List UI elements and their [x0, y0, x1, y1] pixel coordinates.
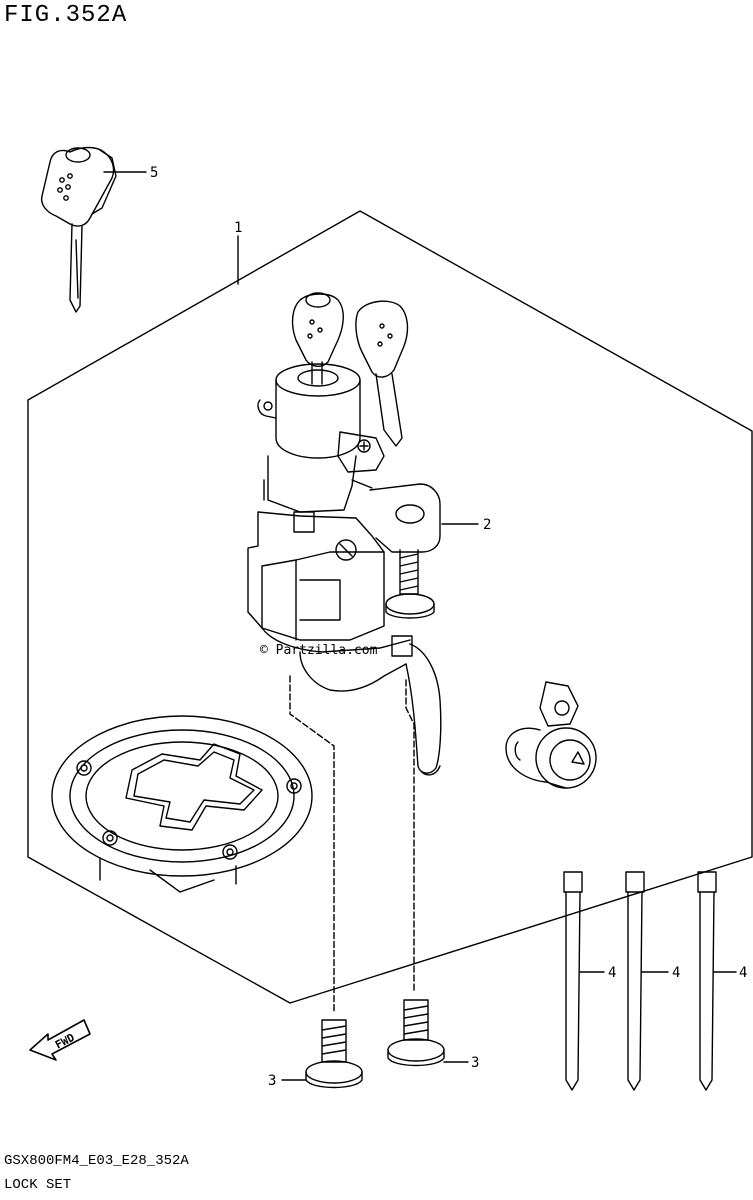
figure-title: FIG.352A — [4, 2, 128, 29]
callout-number: 5 — [150, 165, 158, 181]
fwd-label: FWD — [53, 1031, 77, 1052]
callout-number: 3 — [268, 1073, 276, 1089]
cable-tie[interactable] — [563, 871, 583, 1091]
key-part[interactable] — [40, 146, 117, 313]
screw-part[interactable] — [305, 1019, 363, 1089]
callout-number: 4 — [608, 965, 616, 981]
fwd-arrow-icon: FWD — [29, 1019, 91, 1061]
callout-number: 3 — [471, 1055, 479, 1071]
screw-part[interactable] — [387, 999, 445, 1067]
leader-line — [289, 675, 335, 1013]
watermark-text: © Partzilla.com — [260, 643, 378, 658]
fuel-cap[interactable] — [51, 715, 313, 893]
leader-line — [405, 679, 415, 993]
cable-tie[interactable] — [697, 871, 717, 1091]
assembly-outline — [27, 210, 753, 1004]
callout-number: 4 — [739, 965, 747, 981]
ignition-switch[interactable] — [247, 292, 442, 776]
model-code: GSX800FM4_E03_E28_352A — [4, 1153, 189, 1169]
callout-number: 4 — [672, 965, 680, 981]
cable-tie[interactable] — [625, 871, 645, 1091]
callout-number: 1 — [234, 220, 242, 236]
callout-number: 2 — [483, 517, 491, 533]
part-group-name: LOCK SET — [4, 1177, 72, 1193]
seat-lock[interactable] — [505, 681, 597, 789]
